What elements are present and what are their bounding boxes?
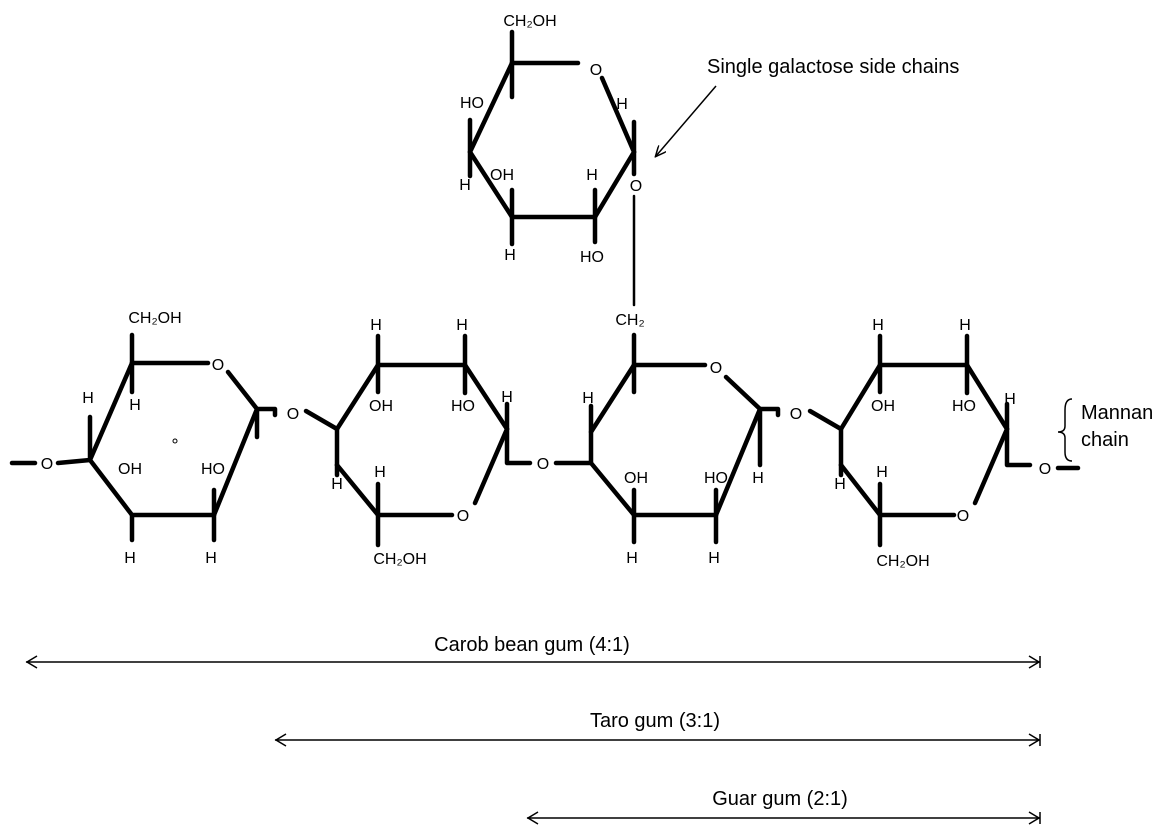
- m1-h-c2-label: H: [205, 550, 217, 567]
- m4-h-c1-label: H: [1004, 391, 1016, 408]
- m1-ho-c2-label: HO: [201, 461, 225, 478]
- m2-h-c3-label: H: [456, 317, 468, 334]
- link-oxygen-2-3-label: O: [537, 456, 549, 473]
- m2-h-c2-label: H: [370, 317, 382, 334]
- m4-ho-c3-label: HO: [952, 398, 976, 415]
- m1-h-c4-label: H: [82, 390, 94, 407]
- range-label: Guar gum (2:1): [712, 788, 848, 810]
- link-oxygen-3-4-label: O: [790, 406, 802, 423]
- side-chain-pointer-arrow: [656, 85, 717, 156]
- range-taro: Taro gum (3:1): [274, 710, 1041, 747]
- mannose-ring-2: [334, 333, 594, 548]
- right-link-oxygen-label: O: [1039, 461, 1051, 478]
- gal-h-c1-label: H: [616, 96, 628, 113]
- m2-ho-c3-label: HO: [451, 398, 475, 415]
- range-label: Carob bean gum (4:1): [434, 634, 630, 656]
- m1-h-c5-label: H: [129, 397, 141, 414]
- m4-h-c5-label: H: [876, 464, 888, 481]
- m4-oh-c2-label: OH: [871, 398, 895, 415]
- m1-h-c3-label: H: [124, 550, 136, 567]
- m3-h-c1-label: H: [752, 470, 764, 487]
- m2-h-c4-label: H: [331, 476, 343, 493]
- gal-ring-oxygen-label: O: [590, 62, 602, 79]
- m2-oh-c2-label: OH: [369, 398, 393, 415]
- m4-ring-oxygen-label: O: [957, 508, 969, 525]
- side-chain-callout: Single galactose side chains: [707, 56, 959, 78]
- m1-ch2oh-label: CH₂OH: [128, 310, 181, 327]
- m1-oh-c3-label: OH: [118, 461, 142, 478]
- m4-h-c4-label: H: [834, 476, 846, 493]
- galactose-ring: [467, 29, 637, 307]
- m4-ch2oh-label: CH₂OH: [876, 553, 929, 570]
- m3-ho-c2-label: HO: [704, 470, 728, 487]
- m2-ring-oxygen-label: O: [457, 508, 469, 525]
- mannose-ring-3: [588, 332, 844, 545]
- m3-oh-c3-label: OH: [624, 470, 648, 487]
- m4-h-c2-label: H: [872, 317, 884, 334]
- m1-ring-oxygen-label: O: [212, 357, 224, 374]
- gal-h-c4-label: H: [459, 177, 471, 194]
- m2-h-c1-label: H: [501, 389, 513, 406]
- range-guar: Guar gum (2:1): [526, 788, 1041, 825]
- gal-ch2oh-label: CH₂OH: [503, 13, 556, 30]
- range-label: Taro gum (3:1): [590, 710, 720, 732]
- mannose-ring-1: [9, 332, 340, 543]
- gal-ho-c2-label: HO: [580, 249, 604, 266]
- m4-h-c3-label: H: [959, 317, 971, 334]
- mannose-ring-4: [838, 333, 1081, 548]
- m3-h-c2-label: H: [708, 550, 720, 567]
- mannan-callout-line2: chain: [1081, 429, 1129, 451]
- link-oxygen-1-2-label: O: [287, 406, 299, 423]
- m2-ch2oh-label: CH₂OH: [373, 551, 426, 568]
- mannan-chain-brace: [1057, 398, 1073, 462]
- gal-oh-c3-label: OH: [490, 167, 514, 184]
- gal-h-c3-label: H: [504, 247, 516, 264]
- left-link-oxygen-label: O: [41, 456, 53, 473]
- gal-h-c2-label: H: [586, 167, 598, 184]
- gal-ho-c4-label: HO: [460, 95, 484, 112]
- m3-ch2-label: CH₂: [615, 312, 644, 329]
- m2-h-c5-label: H: [374, 464, 386, 481]
- mannan-callout-line1: Mannan: [1081, 402, 1153, 424]
- m3-ring-oxygen-label: O: [710, 360, 722, 377]
- range-carob-bean: Carob bean gum (4:1): [25, 634, 1041, 669]
- gal-link-oxygen-label: O: [630, 178, 642, 195]
- m3-h-c3-label: H: [626, 550, 638, 567]
- m3-h-c4-label: H: [582, 390, 594, 407]
